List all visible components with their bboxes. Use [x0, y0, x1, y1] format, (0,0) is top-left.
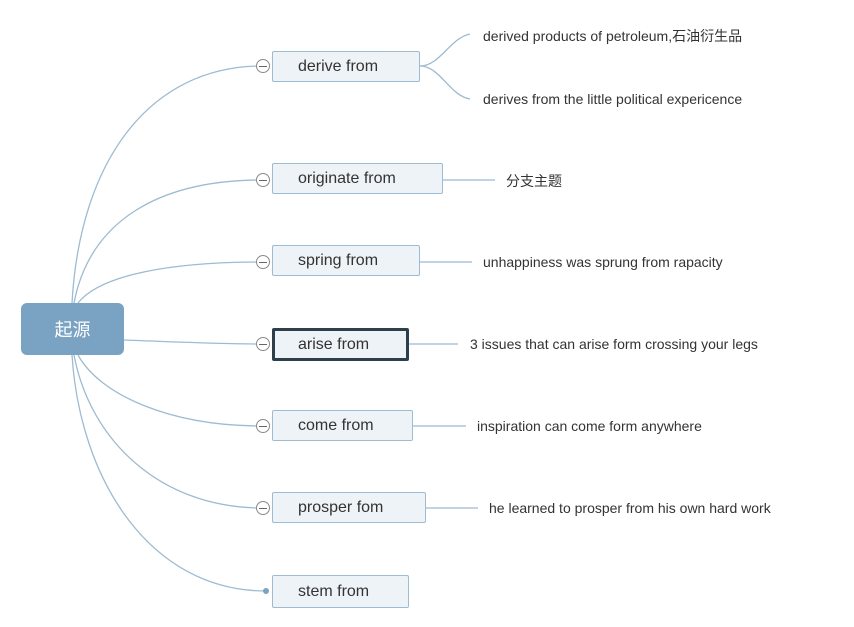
- collapse-toggle-icon[interactable]: [256, 337, 270, 351]
- subtopic[interactable]: he learned to prosper from his own hard …: [489, 500, 771, 516]
- collapse-toggle-icon[interactable]: [256, 255, 270, 269]
- topic-come-from[interactable]: come from: [272, 410, 413, 441]
- root-topic[interactable]: 起源: [21, 303, 124, 355]
- topic-arise-from[interactable]: arise from: [272, 328, 409, 361]
- collapse-toggle-icon[interactable]: [256, 173, 270, 187]
- subtopic[interactable]: 分支主题: [506, 174, 562, 190]
- subtopic[interactable]: unhappiness was sprung from rapacity: [483, 254, 723, 270]
- subtopic[interactable]: inspiration can come form anywhere: [477, 418, 702, 434]
- topic-derive-from[interactable]: derive from: [272, 51, 420, 82]
- topic-originate-from[interactable]: originate from: [272, 163, 443, 194]
- collapse-toggle-icon[interactable]: [256, 59, 270, 73]
- expand-dot-icon[interactable]: [263, 588, 269, 594]
- topic-prosper-fom[interactable]: prosper fom: [272, 492, 426, 523]
- subtopic[interactable]: 3 issues that can arise form crossing yo…: [470, 336, 758, 352]
- collapse-toggle-icon[interactable]: [256, 419, 270, 433]
- topic-stem-from[interactable]: stem from: [272, 575, 409, 608]
- collapse-toggle-icon[interactable]: [256, 501, 270, 515]
- topic-spring-from[interactable]: spring from: [272, 245, 420, 276]
- subtopic[interactable]: derives from the little political experi…: [483, 91, 743, 107]
- subtopic[interactable]: derived products of petroleum,石油衍生品: [483, 28, 743, 44]
